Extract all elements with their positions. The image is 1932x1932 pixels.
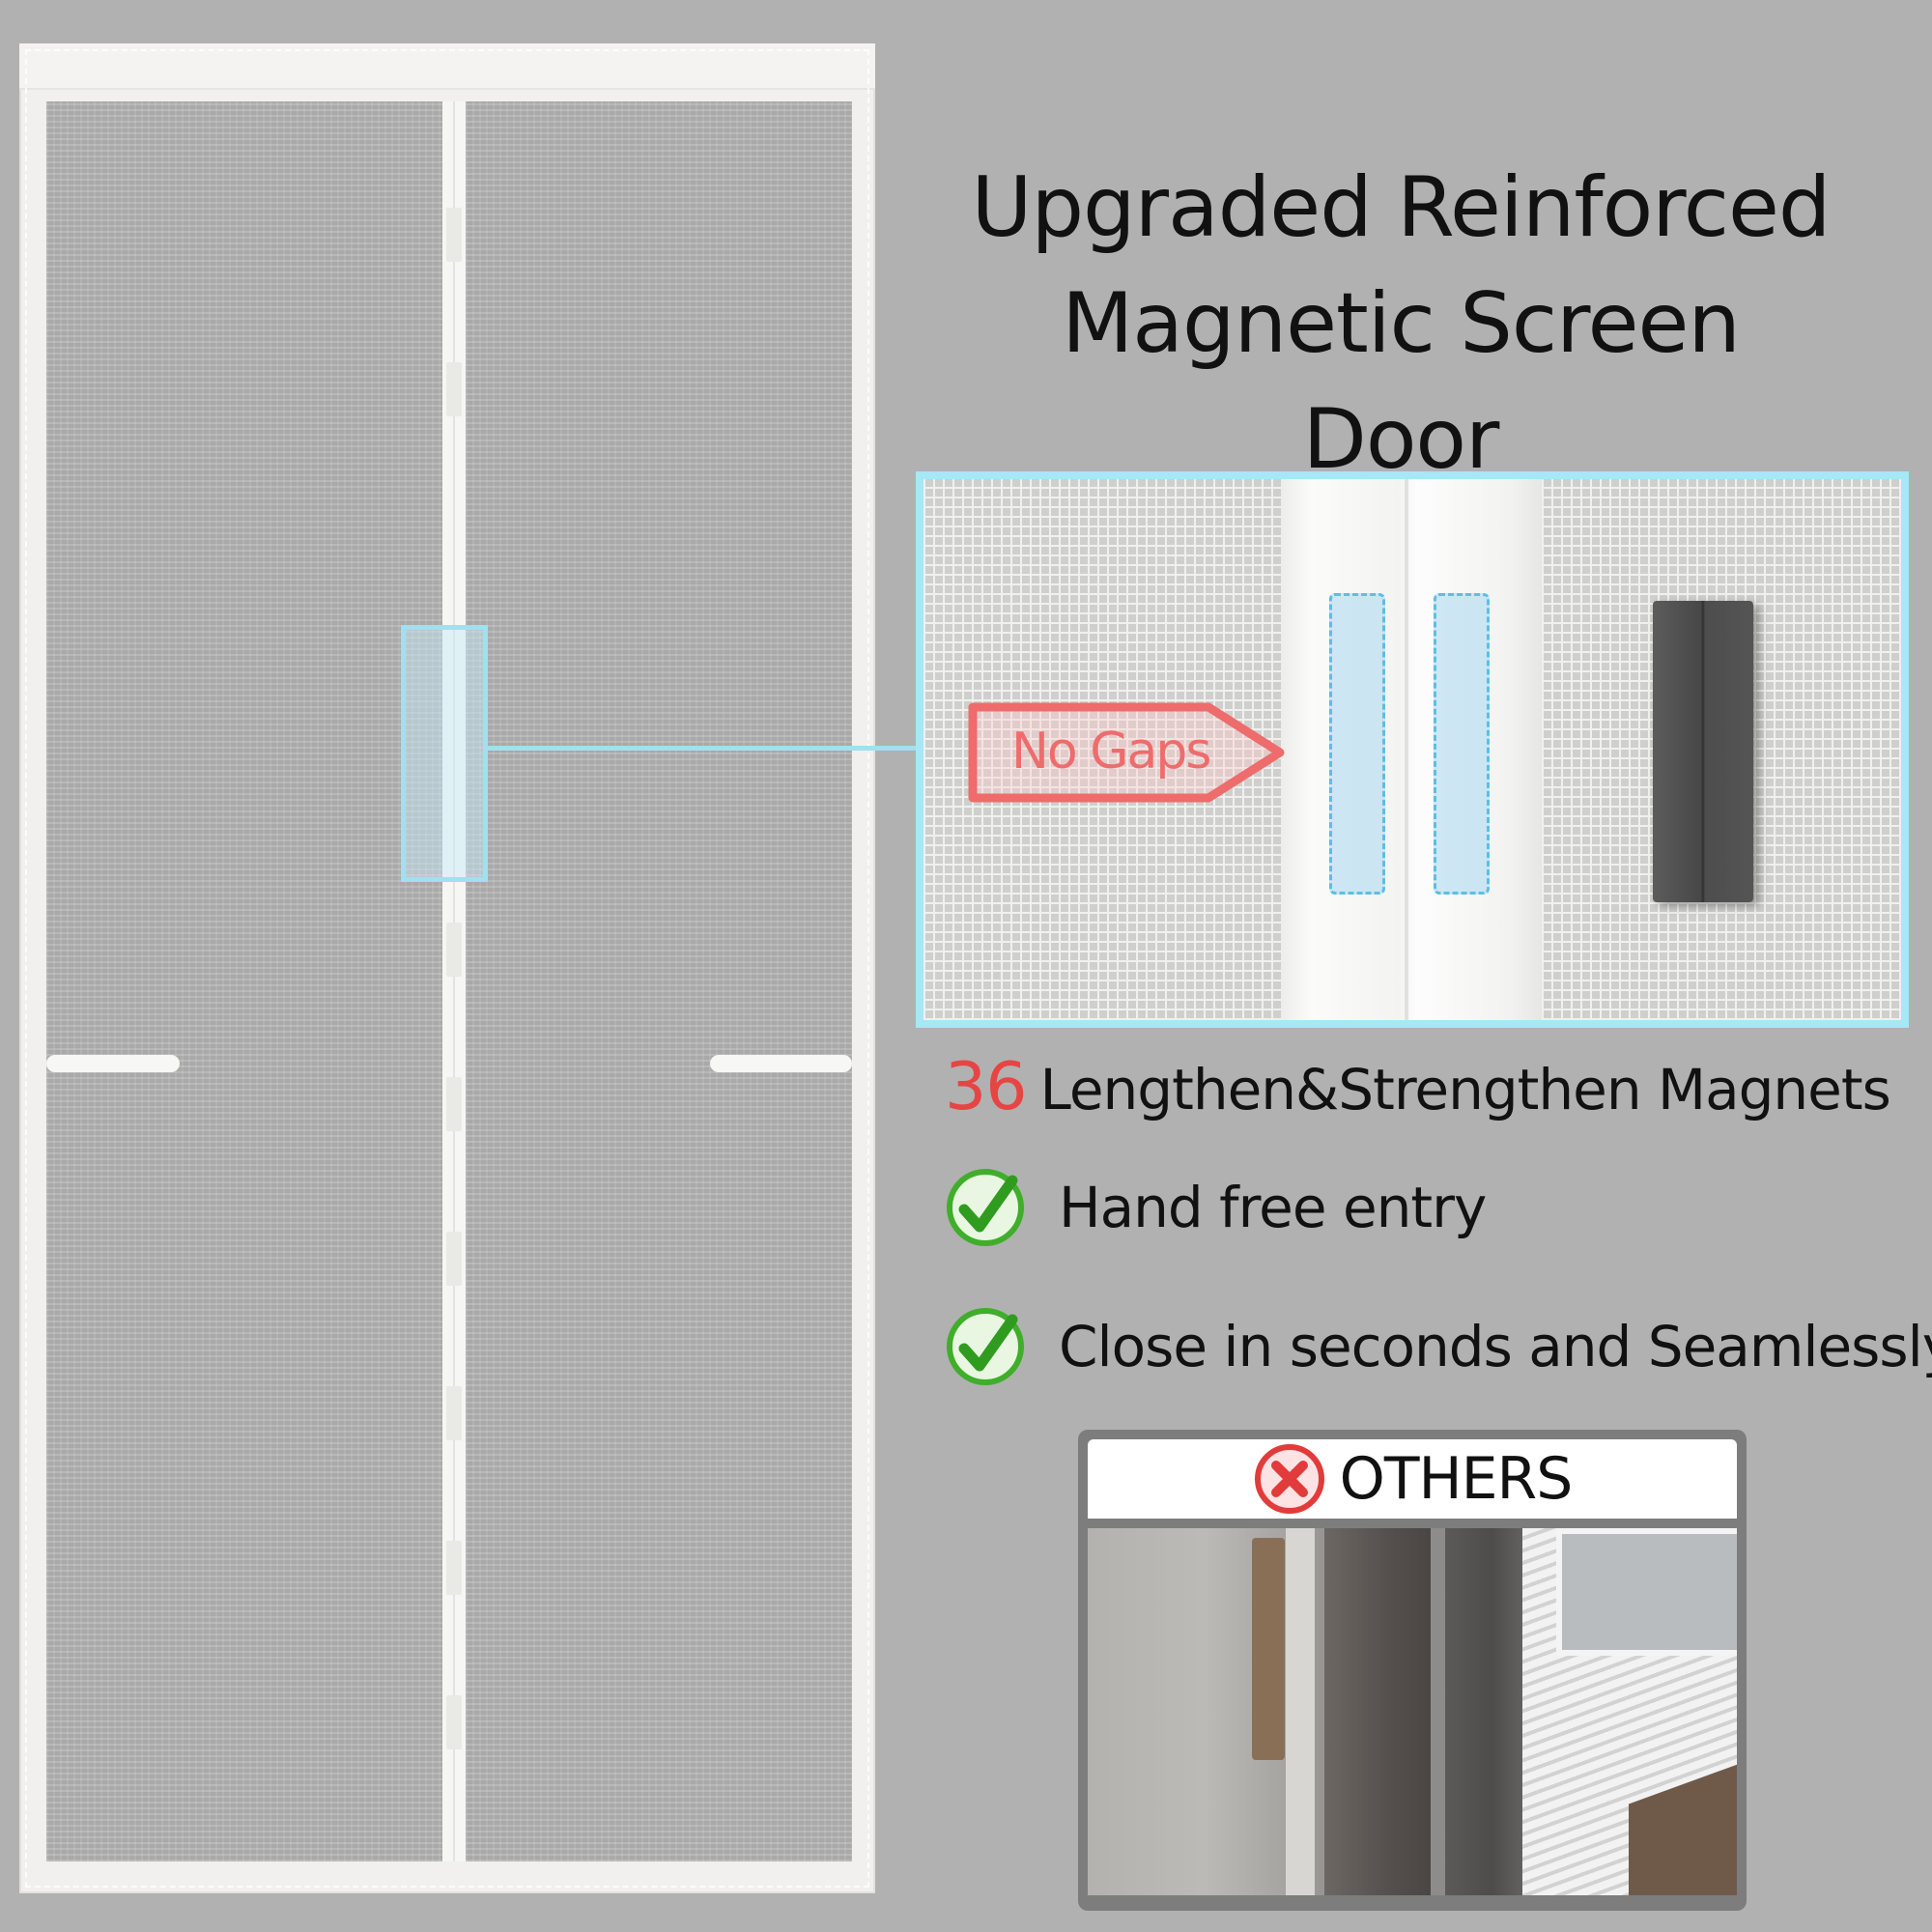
seam-magnet bbox=[446, 362, 462, 416]
seam-magnet bbox=[446, 208, 462, 262]
photo-door-frame bbox=[1286, 1528, 1315, 1895]
page-title: Upgraded Reinforced Magnetic Screen Door bbox=[966, 150, 1835, 497]
seam-magnet bbox=[446, 923, 462, 977]
tieback-strap-right bbox=[710, 1055, 852, 1072]
arrow-tag-icon bbox=[968, 702, 1285, 803]
title-line-1: Upgraded Reinforced bbox=[971, 159, 1832, 256]
seam-fabric-closeup bbox=[1281, 479, 1542, 1020]
photo-window bbox=[1556, 1528, 1737, 1656]
tieback-strap-left bbox=[46, 1055, 180, 1072]
no-gaps-label: No Gaps bbox=[1011, 723, 1212, 781]
photo-curtain-left bbox=[1324, 1528, 1431, 1895]
mesh-panel-left bbox=[46, 101, 442, 1861]
zoom-connector-line bbox=[488, 746, 919, 751]
seam-magnet bbox=[446, 1541, 462, 1595]
seam-fold-line bbox=[1405, 479, 1408, 1020]
screen-door-illustration bbox=[19, 43, 875, 1893]
title-line-2: Magnetic Screen Door bbox=[1062, 275, 1741, 488]
green-check-icon bbox=[947, 1169, 1024, 1246]
seam-magnet bbox=[446, 1386, 462, 1440]
green-check-icon bbox=[947, 1308, 1024, 1385]
others-header: OTHERS bbox=[1088, 1439, 1737, 1519]
magnetic-center-seam bbox=[442, 101, 466, 1861]
magnets-label: Lengthen&Strengthen Magnets bbox=[1039, 1057, 1891, 1122]
no-gaps-callout: No Gaps bbox=[967, 701, 1286, 804]
photo-latch bbox=[1252, 1538, 1285, 1760]
seam-magnet bbox=[446, 1695, 462, 1749]
door-handle-photo bbox=[1653, 601, 1753, 902]
seam-magnet bbox=[446, 1077, 462, 1131]
others-label: OTHERS bbox=[1339, 1445, 1574, 1513]
feature-label: Close in seconds and Seamlessly bbox=[1059, 1314, 1932, 1379]
magnets-count: 36 bbox=[945, 1049, 1028, 1125]
mesh-panel-right bbox=[466, 101, 852, 1861]
magnet-outline-right bbox=[1434, 593, 1490, 895]
door-top-header bbox=[19, 43, 875, 90]
magnet-outline-left bbox=[1329, 593, 1385, 895]
door-edge-stitching bbox=[25, 49, 869, 1888]
seam-line bbox=[453, 101, 455, 1861]
seam-magnet bbox=[446, 1232, 462, 1286]
red-x-icon bbox=[1254, 1444, 1324, 1514]
competitor-door-photo bbox=[1088, 1528, 1737, 1895]
feature-item: Hand free entry bbox=[945, 1167, 1487, 1248]
magnet-highlight-box bbox=[401, 625, 488, 882]
others-comparison-card: OTHERS bbox=[1078, 1430, 1747, 1911]
photo-curtain-right bbox=[1445, 1528, 1522, 1895]
feature-item: Close in seconds and Seamlessly bbox=[945, 1306, 1932, 1387]
feature-label: Hand free entry bbox=[1059, 1175, 1487, 1240]
magnet-zoom-detail: No Gaps bbox=[916, 471, 1909, 1028]
